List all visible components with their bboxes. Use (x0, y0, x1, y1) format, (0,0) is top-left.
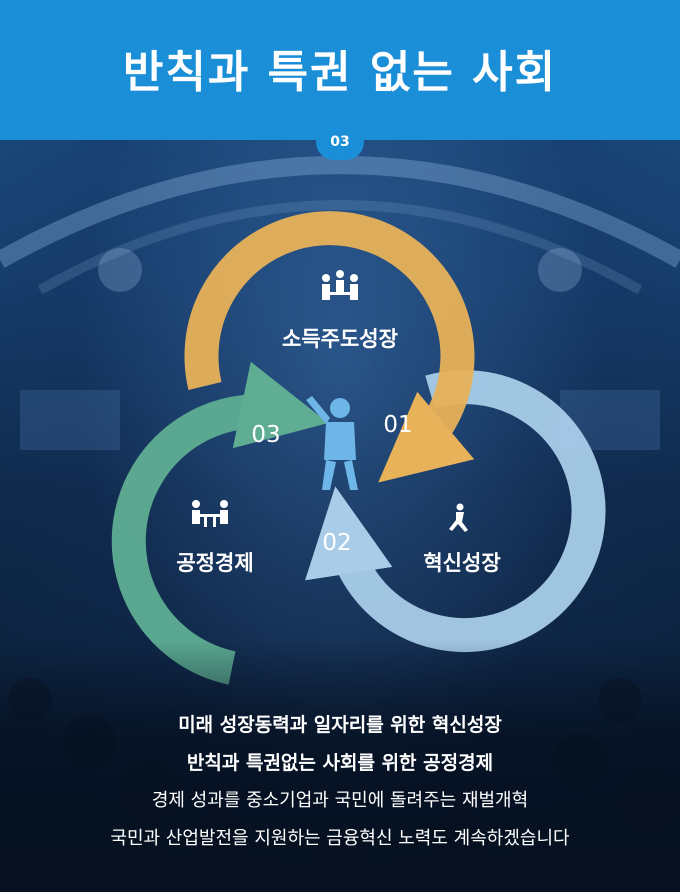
label-fair-economy: 공정경제 (176, 551, 253, 575)
header-banner: 반칙과 특권 없는 사회 (0, 0, 680, 140)
summary-text: 미래 성장동력과 일자리를 위한 혁신성장 반칙과 특권없는 사회를 위한 공정… (0, 706, 680, 858)
summary-line-2: 반칙과 특권없는 사회를 위한 공정경제 (186, 752, 494, 774)
section-number-badge: 03 (316, 124, 364, 160)
number-01: 01 (383, 412, 412, 438)
page-title: 반칙과 특권 없는 사회 (122, 47, 558, 98)
running-person-icon (449, 503, 468, 532)
label-income-led-growth: 소득주도성장 (282, 327, 398, 351)
number-02: 02 (322, 530, 351, 556)
bottom-overlay (0, 640, 680, 892)
arrow-ring-fair-economy (111, 361, 329, 685)
number-03: 03 (251, 422, 280, 448)
summary-line-3: 경제 성과를 중소기업과 국민에 돌려주는 재벌개혁 (151, 790, 529, 811)
arrow-ring-income-growth (184, 211, 475, 483)
arrow-ring-innovation (305, 370, 606, 653)
meeting-table-icon (192, 500, 228, 527)
people-meeting-icon (322, 270, 358, 300)
speaker-figure (306, 396, 358, 490)
label-innovation-growth: 혁신성장 (423, 551, 500, 575)
summary-line-4: 국민과 산업발전을 지원하는 금융혁신 노력도 계속하겠습니다 (110, 828, 570, 849)
summary-line-1: 미래 성장동력과 일자리를 위한 혁신성장 (178, 714, 502, 736)
